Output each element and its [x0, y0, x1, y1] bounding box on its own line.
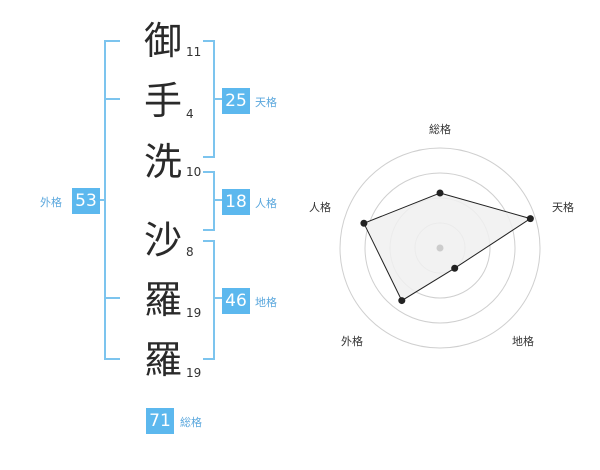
tenkaku-label: 天格: [255, 96, 277, 109]
radar-axis-label-gaikaku: 外格: [341, 335, 363, 348]
radar-polygon: [363, 192, 532, 302]
jinkaku-label: 人格: [255, 197, 277, 210]
name-char-1: 御: [143, 19, 182, 63]
radar-point-3: [398, 297, 406, 305]
radar-axis-label-chikaku: 地格: [512, 335, 534, 348]
name-char-3: 洗: [143, 140, 182, 184]
name-char-6: 羅: [143, 338, 182, 382]
radar-point-4: [360, 219, 368, 227]
stroke-count-5: 19: [186, 306, 202, 320]
chikaku-bracket: [203, 240, 215, 360]
radar-point-1: [526, 215, 534, 223]
radar-point-2: [451, 264, 459, 272]
stroke-count-4: 8: [186, 245, 194, 259]
stroke-count-1: 11: [186, 45, 202, 59]
radar-axis-label-jinkaku: 人格: [309, 201, 331, 214]
radar-center-dot: [436, 244, 444, 252]
stroke-count-6: 19: [186, 366, 202, 380]
gaikaku-value: 53: [72, 188, 100, 214]
name-char-5: 羅: [143, 278, 182, 322]
stroke-count-2: 4: [186, 107, 194, 121]
name-char-4: 沙: [143, 218, 182, 262]
chikaku-label: 地格: [255, 296, 277, 309]
chikaku-value: 46: [222, 288, 250, 314]
soukaku-value: 71: [146, 408, 174, 434]
gaikaku-label: 外格: [40, 196, 62, 209]
radar-axis-label-tenkaku: 天格: [552, 201, 574, 214]
soukaku-label: 総格: [180, 416, 202, 429]
radar-ring-4: [339, 147, 541, 349]
stroke-count-3: 10: [186, 165, 202, 179]
radar-axis-label-soukaku: 総格: [429, 123, 451, 136]
jinkaku-value: 18: [222, 189, 250, 215]
name-char-2: 手: [143, 79, 182, 123]
radar-point-0: [436, 189, 444, 197]
tenkaku-value: 25: [222, 88, 250, 114]
radar-ring-3: [364, 172, 516, 324]
